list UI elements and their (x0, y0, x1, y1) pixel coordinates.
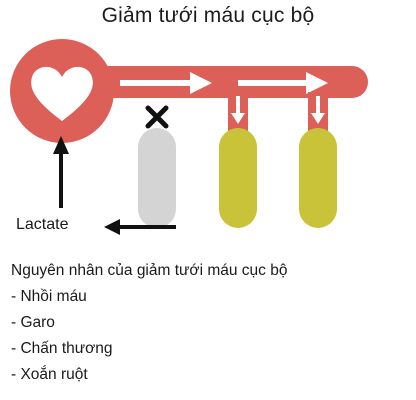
causes-list: Nguyên nhân của giảm tưới máu cục bộ - N… (11, 258, 287, 388)
diagram-title: Giảm tưới máu cục bộ (101, 4, 315, 27)
branch-arrow-3 (311, 96, 325, 124)
main-vessel (62, 66, 368, 98)
perfusion-diagram: Lactate (10, 39, 368, 235)
lactate-output-arrow (104, 219, 176, 235)
heart-icon (31, 66, 93, 121)
lactate-label: Lactate (16, 216, 69, 233)
flow-arrow-1 (120, 72, 212, 94)
lactate-to-heart-arrow (53, 136, 69, 208)
cause-item: - Nhồi máu (11, 288, 87, 305)
cause-item: - Xoắn ruột (11, 366, 88, 383)
perfused-organ-2 (299, 128, 337, 228)
blocked-organ (138, 128, 176, 228)
blocked-x-icon (145, 105, 169, 129)
cause-item: - Chấn thương (11, 340, 113, 357)
cause-item: - Garo (11, 314, 55, 331)
flow-arrow-2 (238, 72, 328, 94)
perfused-organ-1 (219, 128, 257, 228)
branch-arrow-2 (231, 96, 245, 124)
causes-heading: Nguyên nhân của giảm tưới máu cục bộ (11, 262, 288, 279)
